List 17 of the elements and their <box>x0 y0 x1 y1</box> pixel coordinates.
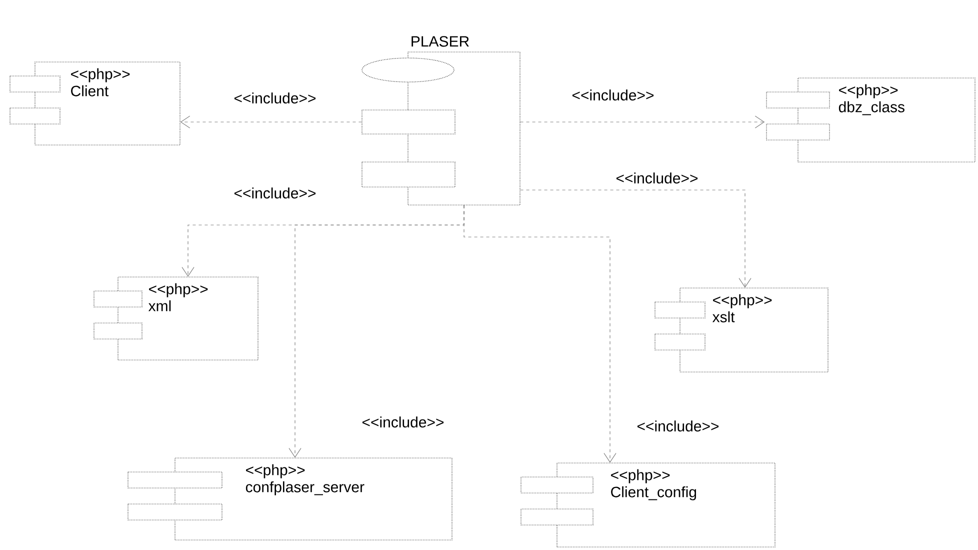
component-box: <<php>> xml <box>94 276 258 360</box>
edge-label: <<include>> <box>570 88 656 102</box>
component-box: <<php>> dbz_class <box>766 78 976 162</box>
edge-label: <<include>> <box>636 420 720 433</box>
edge-label: <<include>> <box>360 416 446 429</box>
dependency-arrow <box>520 116 765 128</box>
component-box: <<php>> xslt <box>654 288 828 372</box>
edge-label: <<include>> <box>614 172 700 184</box>
dependency-arrow <box>464 205 616 463</box>
component-box: <<php>> Client <box>10 62 180 146</box>
dependency-arrow <box>520 190 752 288</box>
dependency-arrow <box>180 116 362 128</box>
edge-label: <<include>> <box>232 92 318 105</box>
component-box: <<php>> confplaser_server <box>128 458 452 540</box>
component-box: <<php>> Client_config <box>520 462 776 548</box>
node-label: PLASER <box>412 36 469 47</box>
edge-label: <<include>> <box>232 186 318 200</box>
